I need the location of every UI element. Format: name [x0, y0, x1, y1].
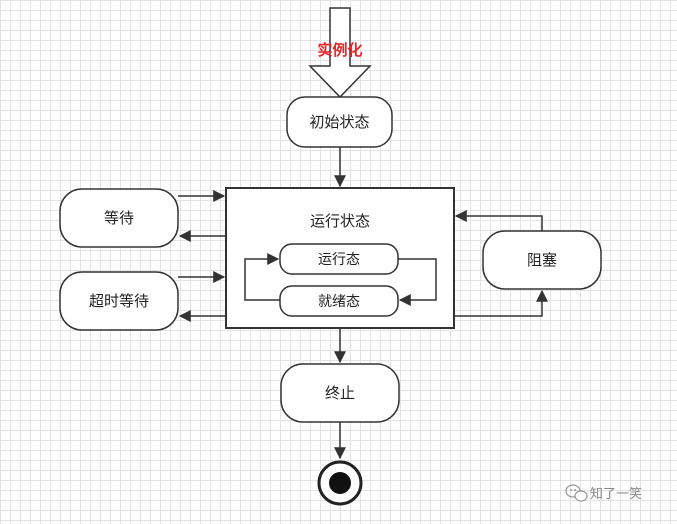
ready-sub-label: 就绪态 [318, 294, 360, 310]
blocked-label: 阻塞 [527, 251, 557, 269]
running-sub-label: 运行态 [318, 252, 360, 268]
arrow-running-to-blocked [454, 289, 548, 317]
final-node-inner [329, 472, 351, 494]
running-state-label: 运行状态 [310, 212, 370, 230]
arrow-blocked-to-running [454, 210, 543, 231]
terminated-label: 终止 [325, 384, 355, 402]
timed-waiting-label: 超时等待 [89, 292, 149, 310]
ready-sub-node [279, 285, 399, 317]
arrow-running-to-ready [398, 258, 437, 306]
instantiate-label: 实例化 [317, 41, 362, 59]
watermark-text: 知了一笑 [590, 486, 642, 502]
waiting-node [59, 188, 179, 248]
initial-state-label: 初始状态 [309, 113, 369, 131]
wechat-icon [565, 484, 588, 502]
arrow-ready-to-running [244, 253, 280, 301]
timed-waiting-node [59, 271, 179, 331]
waiting-label: 等待 [104, 209, 134, 227]
instantiate-arrow [308, 7, 372, 99]
